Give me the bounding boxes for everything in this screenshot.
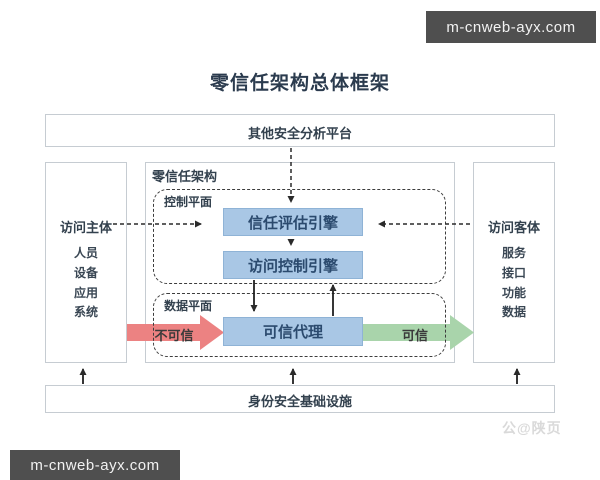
access-subject-item: 人员 [73,246,98,260]
untrusted-arrow-label: 不可信 [154,328,194,343]
access-subject-item: 设备 [73,266,98,280]
watermark-top-right: m-cnweb-ayx.com [426,11,596,43]
access-object-box: 访问客体 服务 接口 功能 数据 [473,162,555,363]
identity-infrastructure-box [45,385,555,413]
access-object-item: 接口 [501,266,526,280]
other-security-platform-label: 其他安全分析平台 [247,126,352,141]
access-control-engine-box: 访问控制引擎 [223,251,363,279]
access-subject-item: 应用 [73,286,98,300]
access-object-title: 访问客体 [487,220,540,235]
control-plane-region [153,189,446,284]
control-plane-label: 控制平面 [164,195,213,209]
access-subject-title: 访问主体 [59,220,112,235]
identity-infrastructure-label: 身份安全基础设施 [247,394,352,409]
watermark-corner: 公@陕页 [502,420,562,436]
trusted-arrow-label: 可信 [401,328,428,343]
access-subject-item: 系统 [73,305,98,319]
access-object-item: 服务 [501,246,526,260]
access-object-item: 数据 [501,305,526,319]
data-plane-label: 数据平面 [164,299,213,313]
trusted-proxy-box: 可信代理 [223,317,363,346]
access-subject-box: 访问主体 人员 设备 应用 系统 [45,162,127,363]
watermark-bottom-left: m-cnweb-ayx.com [10,450,180,480]
trust-evaluation-engine-box: 信任评估引擎 [223,208,363,236]
other-security-platform-box [45,114,555,147]
page-title: 零信任架构总体框架 [209,73,390,94]
access-object-item: 功能 [501,286,526,300]
zero-trust-architecture-label: 零信任架构 [152,169,218,184]
